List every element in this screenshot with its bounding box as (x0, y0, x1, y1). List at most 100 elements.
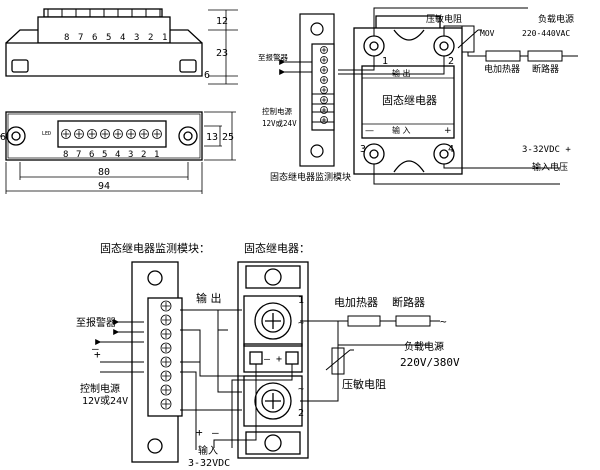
breaker-symbol (527, 50, 563, 62)
varistor-label: 压敏电阻 (342, 377, 386, 391)
pin-label: 1 (154, 150, 159, 160)
svg-text:8 7 6 5 4: 8 7 6 5 4 3 2 1 (64, 33, 167, 43)
terminal-block (160, 300, 172, 410)
minus-sign: — (92, 342, 99, 355)
minus-sign: — (264, 354, 271, 365)
screw-slot (321, 47, 327, 53)
ssr-fig3 (237, 261, 309, 459)
terminal-1: 1 (382, 56, 388, 67)
screw-slot (321, 67, 327, 73)
control-voltage: 12V或24V (262, 118, 297, 128)
pin-label: 6 (89, 150, 94, 160)
to-alarm-label: 至报警器 (76, 316, 116, 329)
screw-slot (162, 316, 170, 324)
screw-slot (162, 302, 170, 310)
heater-symbol (347, 315, 381, 327)
screw-slot (321, 87, 327, 93)
pin-label: 6 (92, 33, 97, 43)
wires-fig2 (286, 7, 578, 185)
dim-25: 25 (222, 132, 234, 143)
pin-label: 5 (106, 33, 111, 43)
plus-sign: + (444, 126, 452, 136)
pin-label: 4 (120, 33, 125, 43)
terminal-2: 2 (448, 56, 454, 67)
monitor-module-fig2 (299, 13, 335, 167)
terminal-4: 4 (448, 144, 454, 155)
pin-label: 3 (128, 150, 133, 160)
ssr-fig2 (353, 15, 463, 175)
screw-slot (162, 344, 170, 352)
output-label: 输 出 (392, 68, 411, 78)
breaker-symbol (395, 315, 431, 327)
input-label: 输 入 (392, 125, 411, 135)
control-voltage: 12V或24V (82, 395, 128, 407)
screw-slot (321, 77, 327, 83)
tilde: ~ (298, 318, 304, 329)
pin-label: 3 (134, 33, 139, 43)
output-label: 输 出 (196, 291, 222, 305)
dim-13: 13 (206, 132, 218, 143)
minus-sign: — (365, 126, 374, 136)
screw-slot (62, 130, 70, 138)
tilde: ~ (298, 384, 304, 395)
varistor-label: 压敏电阻 (426, 13, 462, 25)
control-power-label: 控制电源 (80, 382, 120, 395)
breaker-label: 断路器 (532, 63, 559, 75)
dim-94: 94 (98, 181, 110, 192)
varistor-fig3 (325, 347, 354, 375)
terminal-block (61, 129, 162, 139)
led-label: LED (42, 131, 51, 137)
screw-slot (127, 130, 135, 138)
pin-label: 5 (102, 150, 107, 160)
pin-label: 7 (78, 33, 83, 43)
ssr-title: 固态继电器： (244, 242, 310, 255)
module-title: 固态继电器监测模块： (100, 242, 210, 255)
tilde: ~ (436, 340, 443, 353)
terminal-3: 3 (360, 144, 366, 155)
load-voltage: 220V/380V (400, 356, 460, 369)
pin-label: 1 (162, 33, 167, 43)
input-label: 输入 (198, 444, 218, 457)
screw-slot (153, 130, 161, 138)
screw-slot (162, 372, 170, 380)
screw-slot (321, 57, 327, 63)
screw-slot (75, 130, 83, 138)
screw-slot (140, 130, 148, 138)
pin-label: 8 (63, 150, 68, 160)
load-power-label: 负载电源 (538, 13, 574, 25)
varistor-fig2 (457, 25, 482, 53)
dc-voltage: 3-32VDC (188, 458, 230, 469)
plus-sign: + (94, 348, 101, 361)
terminal-block (320, 46, 328, 124)
plus-sign: + (276, 354, 282, 365)
heater-label: 电加热器 (334, 296, 378, 309)
screw-slot (101, 130, 109, 138)
load-voltage: 220-440VAC (522, 29, 570, 38)
minus-sign: — (212, 426, 219, 439)
dim-80: 80 (98, 167, 110, 178)
terminal-2: 2 (298, 408, 304, 419)
screw-slot (88, 130, 96, 138)
side-view (5, 8, 203, 77)
wires-fig3 (180, 309, 440, 450)
heater-symbol (485, 50, 521, 62)
pin-label: 2 (141, 150, 146, 160)
tilde: ~ (440, 315, 447, 328)
screw-slot (114, 130, 122, 138)
screw-slot (162, 386, 170, 394)
dim-23: 23 (216, 48, 228, 59)
dim-6: 6 (204, 70, 210, 81)
dimension-lines (208, 9, 238, 85)
pin-label: 2 (148, 33, 153, 43)
pin-label: 4 (115, 150, 120, 160)
terminal-1: 1 (298, 295, 304, 306)
control-power-label: 控制电源 (262, 106, 292, 116)
ssr-label: 固态继电器 (382, 94, 437, 107)
heater-label: 电加热器 (484, 63, 520, 75)
svg-text:8 7 6 5 4: 8 7 6 5 4 3 2 1 (63, 150, 159, 160)
pin-label: 7 (76, 150, 81, 160)
plus-sign: + (196, 426, 203, 439)
screw-slot (162, 330, 170, 338)
screw-slot (162, 358, 170, 366)
